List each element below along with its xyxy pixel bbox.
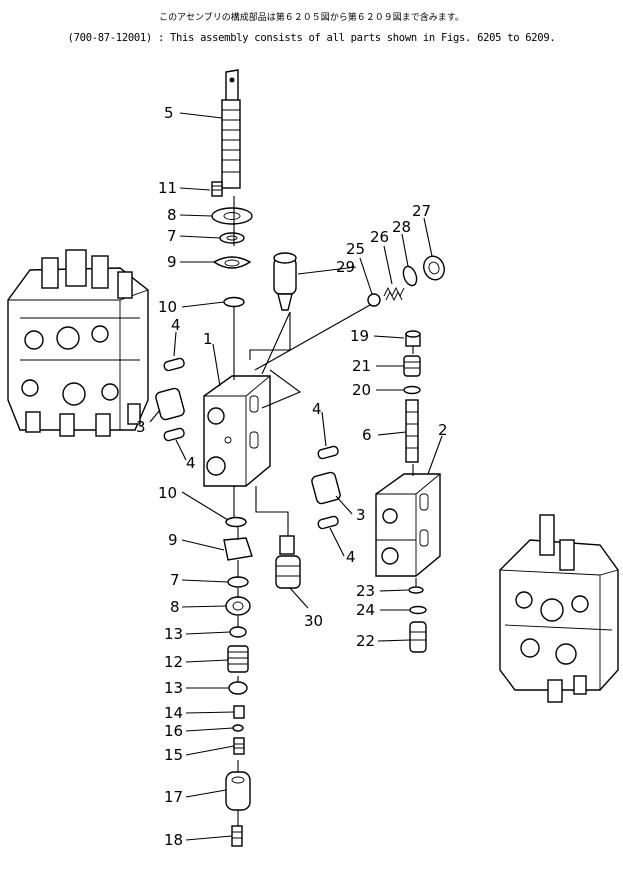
- callout-19: 19: [350, 327, 369, 345]
- part-29-check-valve: [273, 252, 297, 311]
- callout-30: 30: [304, 612, 323, 630]
- valve-assembly-overview-left: [7, 249, 149, 437]
- part-7-seal-lower: [227, 576, 249, 588]
- callout-8-lower: 8: [170, 598, 180, 616]
- part-18-bolt: [231, 825, 243, 847]
- part-11-bolt: [211, 181, 223, 197]
- callout-4-left-lower: 4: [186, 454, 196, 472]
- part-21-spring: [403, 355, 421, 377]
- callout-10-upper: 10: [158, 298, 177, 316]
- callout-11: 11: [158, 179, 177, 197]
- english-note: (700-87-12001) : This assembly consists …: [67, 32, 556, 44]
- callout-9-upper: 9: [167, 253, 177, 271]
- callout-labels: 5 11 8 7 9 10 4 1 3 4 10 9 7 8 13 12 13 …: [136, 104, 448, 849]
- part-26-spring: [383, 286, 405, 302]
- callout-26: 26: [370, 228, 389, 246]
- part-2-valve-section: [375, 473, 441, 577]
- part-14-collar: [233, 705, 245, 719]
- callout-6: 6: [362, 426, 372, 444]
- part-23-ring: [408, 586, 424, 594]
- part-4-seal-left-lower: [163, 427, 185, 442]
- callout-23: 23: [356, 582, 375, 600]
- callout-7-upper: 7: [167, 227, 177, 245]
- part-10-oring-upper: [223, 296, 245, 308]
- part-20-ring: [403, 385, 421, 395]
- callout-25: 25: [346, 240, 365, 258]
- part-15-bolt: [233, 737, 245, 755]
- part-3-gasket-left: [155, 387, 185, 421]
- callout-2: 2: [438, 421, 448, 439]
- callout-9-lower: 9: [168, 531, 178, 549]
- callout-3-left: 3: [136, 418, 146, 436]
- callout-5: 5: [164, 104, 174, 122]
- part-3-gasket-right: [311, 471, 341, 505]
- part-27-plug: [423, 255, 445, 281]
- part-1-valve-section: [203, 375, 271, 487]
- callout-4-right-lower: 4: [346, 548, 356, 566]
- part-9-cap-upper: [212, 256, 252, 269]
- callout-29: 29: [336, 258, 355, 276]
- callout-4-right-upper: 4: [312, 400, 322, 418]
- part-6-spool: [405, 399, 419, 463]
- part-7-seal-upper: [219, 232, 245, 244]
- callout-28: 28: [392, 218, 411, 236]
- callout-21: 21: [352, 357, 371, 375]
- callout-4-left-upper: 4: [171, 316, 181, 334]
- callout-12: 12: [164, 653, 183, 671]
- callout-3-right: 3: [356, 506, 366, 524]
- part-12-spring: [227, 645, 249, 673]
- part-9-cap-lower: [223, 537, 253, 561]
- leader-lines: [149, 112, 443, 841]
- part-5-spool: [221, 69, 241, 189]
- callout-22: 22: [356, 632, 375, 650]
- part-17-cap: [225, 771, 251, 811]
- part-4-seal-right-upper: [317, 445, 339, 460]
- part-30-check-valve: [275, 535, 301, 589]
- callout-15: 15: [164, 746, 183, 764]
- callout-16: 16: [164, 722, 183, 740]
- part-4-seal-left-upper: [163, 357, 185, 372]
- callout-17: 17: [164, 788, 183, 806]
- part-25-ball: [367, 293, 381, 307]
- japanese-note: このアセンブリの構成部品は第６２０５図から第６２０９図まで含みます。: [159, 13, 464, 23]
- callout-27: 27: [412, 202, 431, 220]
- callout-13-upper: 13: [164, 625, 183, 643]
- callout-24: 24: [356, 601, 375, 619]
- part-19-plug: [405, 330, 421, 347]
- callout-10-lower: 10: [158, 484, 177, 502]
- part-24-ring: [409, 605, 427, 615]
- callout-8-upper: 8: [167, 206, 177, 224]
- part-8-retainer-lower: [225, 596, 251, 616]
- callout-7-lower: 7: [170, 571, 180, 589]
- callout-20: 20: [352, 381, 371, 399]
- part-4-seal-right-lower: [317, 515, 339, 530]
- part-8-flange-upper: [211, 207, 253, 225]
- part-13-seat-lower: [228, 681, 248, 695]
- valve-assembly-overview-right: [499, 514, 619, 703]
- assembly-lines: [233, 196, 417, 826]
- part-22-plug: [409, 621, 427, 653]
- callout-1: 1: [203, 330, 213, 348]
- part-10-oring-lower: [225, 516, 247, 528]
- part-13-seat-upper: [229, 626, 247, 638]
- callout-18: 18: [164, 831, 183, 849]
- callout-14: 14: [164, 704, 183, 722]
- part-28-oring: [402, 265, 418, 287]
- callout-13-lower: 13: [164, 679, 183, 697]
- part-16-washer: [232, 724, 244, 732]
